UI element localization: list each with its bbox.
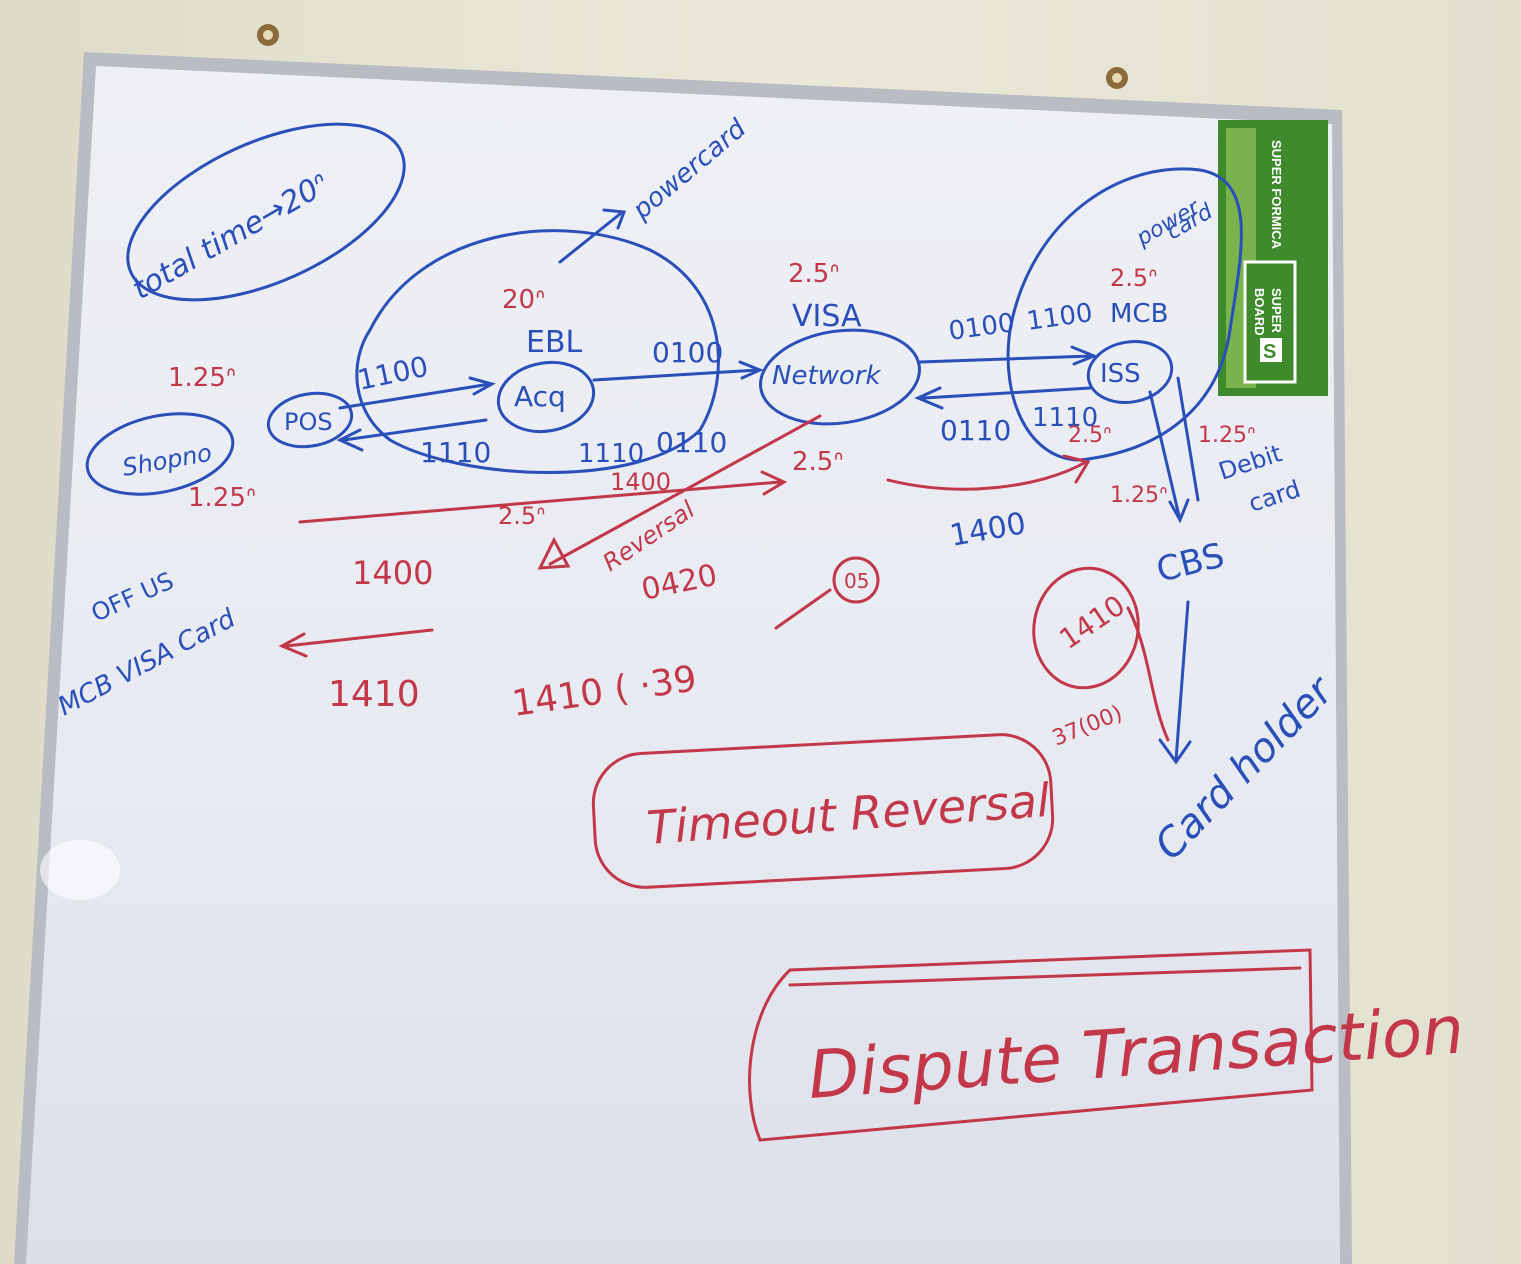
- arrow-iss-network: [914, 386, 1092, 410]
- ebl-label: EBL: [526, 325, 583, 360]
- arrow-network-iss: [918, 345, 1098, 366]
- sticker-badge: S: [1263, 341, 1276, 363]
- visa-time: 2.5ᐢ: [788, 259, 839, 289]
- code-1410-circle: [1032, 566, 1140, 690]
- powercard-top-arrow: [558, 208, 627, 264]
- reversal-arrowhead: [537, 536, 571, 570]
- arrow-acq-pos: [336, 418, 488, 452]
- arrow-1400-back: [278, 628, 434, 658]
- pos-label: POS: [284, 408, 333, 436]
- visa-label: VISA: [792, 299, 862, 334]
- red-ink: [278, 414, 1314, 1142]
- iss-oval: [1086, 340, 1174, 404]
- msg-1400-line: 1400: [610, 468, 671, 496]
- arrow-cbs-cardholder: [1158, 600, 1192, 765]
- hook-left: [257, 24, 279, 46]
- code-05: 05: [844, 569, 869, 593]
- line-1410-cardholder: [1126, 606, 1170, 742]
- code-05-circle: [832, 556, 880, 604]
- network-reversal-line: [548, 414, 822, 566]
- msg-1410-left: 1410: [328, 674, 420, 715]
- acq-process-circle: [355, 229, 720, 474]
- msg-1110-left: 1110: [420, 436, 491, 469]
- msg-0110-right: 0110: [940, 414, 1011, 447]
- time-line: 2.5ᐢ: [498, 502, 546, 530]
- iss-time-top: 2.5ᐢ: [1110, 264, 1158, 292]
- dispute-box-outer: [748, 948, 1314, 1142]
- line-cbs-debit: [1176, 376, 1200, 502]
- iss-label: ISS: [1100, 359, 1141, 389]
- arrow-acq-network: [592, 360, 764, 382]
- network-label: Network: [772, 361, 882, 391]
- timeout-reversal-box: [591, 733, 1055, 889]
- arrow-iss-cbs: [1148, 390, 1190, 524]
- shopno-oval: [85, 412, 235, 496]
- ebl-time: 20ᐢ: [502, 285, 545, 315]
- board-surface: [26, 66, 1340, 1264]
- dispute-box-inner: [788, 966, 1302, 987]
- network-oval: [759, 328, 921, 426]
- pos-oval: [266, 391, 354, 449]
- msg-0110-mid: 0110: [656, 426, 727, 459]
- acq-label: Acq: [514, 380, 566, 413]
- sticker-line1: SUPER FORMICA: [1269, 140, 1284, 250]
- blue-ink: [85, 122, 1243, 765]
- msg-1110-right: 1110: [1032, 403, 1098, 433]
- glare: [40, 840, 120, 900]
- iss-time-right: 2.5ᐢ: [1068, 423, 1112, 448]
- debit-time: 1.25ᐢ: [1198, 423, 1256, 448]
- arrow-network-iss-1400: [886, 454, 1091, 491]
- hook-right: [1106, 67, 1128, 89]
- msg-1110-mid: 1110: [578, 439, 644, 469]
- time-pos-bottom: 1.25ᐢ: [188, 483, 256, 513]
- arrow-pos-acq: [338, 376, 496, 410]
- iss-process-circle: [1006, 167, 1243, 462]
- time-arrow: 2.5ᐢ: [792, 447, 843, 477]
- total-time-bubble: [126, 122, 406, 302]
- reversal-long-line: [298, 470, 788, 524]
- msg-0100-mid: 0100: [652, 336, 723, 369]
- brand-sticker: [1218, 120, 1328, 396]
- mcb-label: MCB: [1110, 299, 1168, 329]
- cbs-time: 1.25ᐢ: [1110, 483, 1168, 508]
- sticker-line3: BOARD: [1252, 288, 1267, 336]
- arrow-to-05: [774, 588, 832, 630]
- time-pos-top: 1.25ᐢ: [168, 363, 236, 393]
- msg-1400-left: 1400: [352, 554, 433, 592]
- sticker-line2: SUPER: [1269, 288, 1284, 333]
- acq-oval: [496, 360, 596, 434]
